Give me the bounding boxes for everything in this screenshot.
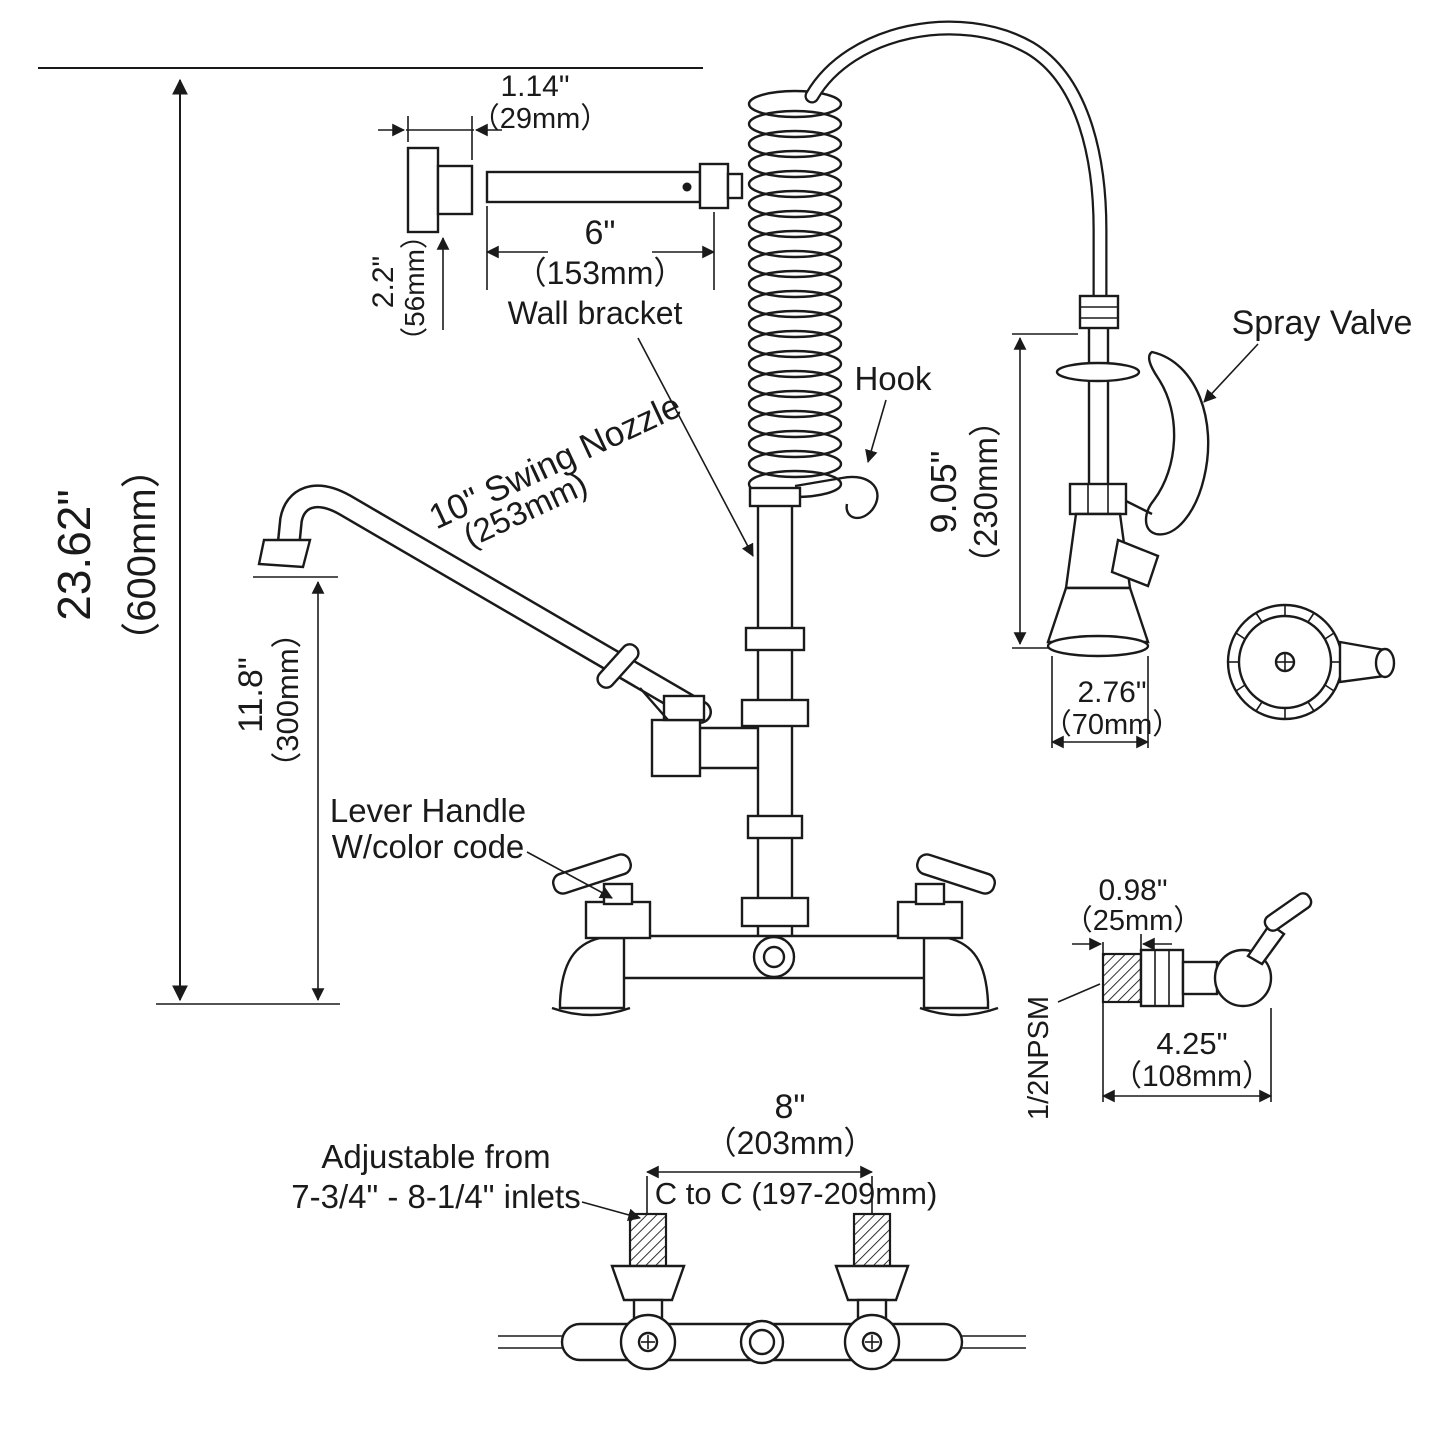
label-nozzle-height-in: 11.8": [232, 657, 270, 733]
right-inlet-nipple: [852, 1212, 892, 1268]
label-adjustable-2: 7-3/4" - 8-1/4" inlets: [291, 1178, 580, 1215]
swing-nozzle-spout: [257, 484, 712, 724]
wall-bracket-detail: [406, 146, 744, 234]
label-inlet-depth-in: 4.25": [1156, 1026, 1227, 1061]
label-bracket-height-in: 2.2": [367, 256, 400, 308]
label-inlet-depth-mm: （108mm）: [1112, 1060, 1272, 1093]
spray-valve-leader: [1203, 343, 1259, 403]
wall-bracket-leader: [637, 337, 754, 557]
left-wall-flange: [558, 936, 626, 1010]
label-hook: Hook: [854, 360, 932, 397]
label-bracket-width-in: 1.14": [500, 70, 569, 103]
add-on-valve: [596, 643, 758, 778]
body-center-boss: [752, 935, 796, 979]
bracket-end-fitting: [698, 162, 730, 210]
label-spray-base-in: 2.76": [1077, 676, 1146, 709]
label-cc-in: 8": [775, 1088, 806, 1126]
label-spray-base-mm: （70mm）: [1043, 709, 1182, 741]
left-inlet-bell: [610, 1264, 686, 1302]
coil-spring-hose: [747, 89, 843, 499]
spray-valve-assembly: [1046, 294, 1210, 658]
label-overall-height-mm: （600mm）: [120, 448, 164, 661]
main-body: [551, 853, 999, 1017]
hose-hook: [794, 475, 879, 520]
bracket-set-screw: [682, 182, 692, 192]
left-valve-hex: [584, 900, 652, 940]
label-lever-handle-2: W/color code: [332, 828, 525, 865]
spray-squeeze-lever: [1144, 350, 1210, 536]
bracket-end-knob: [726, 172, 744, 200]
label-inlet-width-mm: （25mm）: [1064, 905, 1203, 937]
inlet-valve-handle: [1263, 892, 1313, 932]
bracket-boss: [436, 164, 474, 216]
label-adjustable-1: Adjustable from: [321, 1138, 550, 1175]
inlet-pipe: [1181, 960, 1219, 996]
bottom-center-ring: [739, 1319, 785, 1365]
spray-face-view: [1226, 603, 1396, 721]
label-spray-valve: Spray Valve: [1232, 304, 1413, 342]
inlet-hex-nut: [1139, 948, 1185, 1008]
label-spray-height-mm: （230mm）: [967, 404, 1004, 580]
spray-hex-coupling: [1068, 482, 1128, 516]
inlet-side-detail: [1101, 892, 1313, 1008]
label-bracket-height-mm: （56mm）: [399, 221, 430, 355]
label-npsm: 1/2NPSM: [1023, 996, 1055, 1120]
spray-outlet-stub: [1110, 538, 1160, 588]
column-base-nut: [740, 896, 810, 928]
inlet-valve-body: [1213, 948, 1273, 1008]
lever-handle-leader: [526, 851, 613, 899]
bracket-flange: [406, 146, 440, 234]
inlet-valve-bonnet: [1246, 922, 1286, 966]
label-bracket-length-in: 6": [585, 214, 616, 252]
right-valve-hex: [896, 900, 964, 940]
center-column: [740, 475, 879, 938]
right-lever-handle: [916, 853, 996, 895]
column-tee-nut: [740, 698, 810, 728]
left-lever-handle: [552, 853, 632, 895]
column-coupling: [748, 486, 802, 508]
add-on-lever-handle: [596, 643, 640, 689]
label-cc-range: C to C (197-209mm): [655, 1176, 938, 1211]
label-spray-height-in: 9.05": [923, 451, 964, 534]
label-inlet-width-in: 0.98": [1098, 874, 1167, 907]
spray-disc-flange: [1055, 361, 1141, 383]
label-wall-bracket: Wall bracket: [508, 295, 683, 331]
flex-hose: [804, 20, 1108, 304]
labels: 23.62" （600mm） 1.14" （29mm） 2.2" （56mm） …: [48, 70, 1412, 1215]
label-overall-height-in: 23.62": [48, 489, 100, 620]
right-wall-flange: [922, 936, 990, 1010]
left-inlet-nipple: [628, 1212, 668, 1268]
column-union: [744, 626, 806, 652]
spray-bell-base: [1046, 586, 1150, 644]
label-nozzle-height-mm: （300mm）: [270, 617, 305, 782]
adjustable-leader: [581, 1201, 641, 1222]
bracket-bar: [485, 170, 702, 204]
label-lever-handle-1: Lever Handle: [330, 792, 526, 829]
label-bracket-length-mm: （153mm）: [515, 255, 686, 291]
dimension-lines: [38, 67, 1273, 1214]
label-bracket-width-mm: （29mm）: [471, 103, 610, 135]
add-on-nozzle-nut: [662, 694, 706, 722]
bottom-inlet-assembly: [498, 1212, 1026, 1371]
add-on-valve-body: [650, 718, 702, 778]
label-cc-mm: （203mm）: [705, 1125, 876, 1161]
right-inlet-bell: [834, 1264, 910, 1302]
column-nut: [746, 814, 804, 840]
threaded-nipple: [1101, 952, 1143, 1004]
hose-connector: [1078, 294, 1120, 330]
leader-lines: [526, 337, 1259, 1222]
nozzle-tip: [257, 538, 312, 569]
hook-leader: [865, 399, 887, 463]
